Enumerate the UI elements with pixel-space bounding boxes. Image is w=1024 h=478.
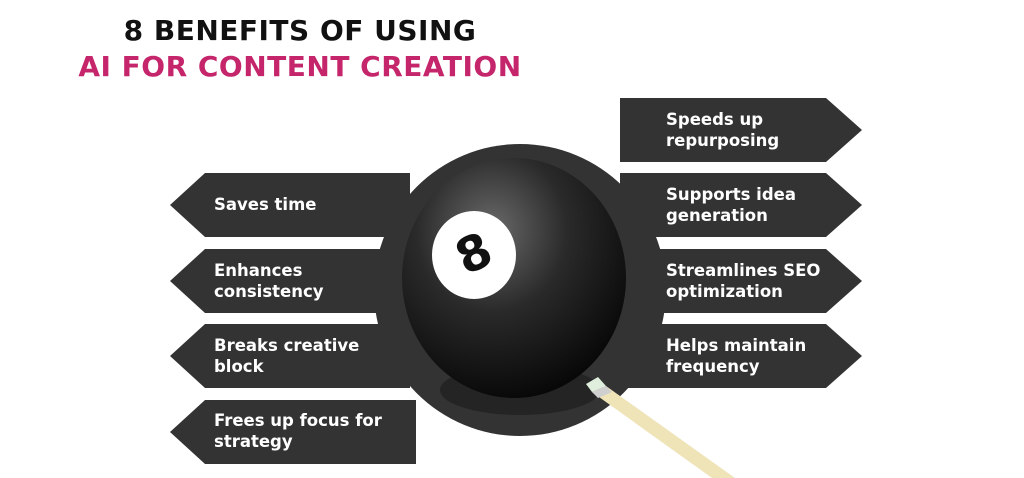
arrow-left-3: [170, 324, 410, 388]
benefit-left-1: Saves time: [214, 194, 404, 215]
benefit-text: Helps maintain: [666, 336, 807, 355]
eight-ball: [402, 158, 626, 398]
arrow-right-2: [620, 173, 862, 237]
benefit-text: Speeds up: [666, 110, 764, 129]
benefit-left-2: Enhances consistency: [214, 260, 404, 302]
benefit-text: Saves time: [214, 195, 317, 214]
benefit-text: repurposing: [666, 131, 780, 150]
arrow-right-1: [620, 98, 862, 162]
benefit-text: generation: [666, 206, 768, 225]
benefit-text: block: [214, 357, 264, 376]
benefit-text: consistency: [214, 282, 324, 301]
benefit-text: frequency: [666, 357, 760, 376]
benefit-right-1: Speeds up repurposing: [666, 109, 856, 151]
cue-stick: [592, 386, 735, 478]
benefit-text: Frees up focus for: [214, 411, 382, 430]
benefit-text: Streamlines SEO: [666, 261, 821, 280]
arrow-left-2: [170, 249, 410, 313]
benefit-text: Breaks creative: [214, 336, 360, 355]
benefit-text: Supports idea: [666, 185, 796, 204]
benefit-left-4: Frees up focus for strategy: [214, 410, 414, 452]
title-line-1: 8 BENEFITS OF USING: [123, 14, 477, 47]
cue-tip: [586, 377, 606, 392]
arrow-right-3: [620, 249, 862, 313]
arrow-left-1: [170, 173, 410, 237]
benefit-right-2: Supports idea generation: [666, 184, 856, 226]
arrow-left-4: [170, 400, 416, 464]
ball-white-spot: [432, 211, 516, 299]
title-line-2: AI FOR CONTENT CREATION: [78, 50, 522, 83]
arrow-right-4: [620, 324, 862, 388]
benefit-text: optimization: [666, 282, 783, 301]
benefit-text: strategy: [214, 432, 293, 451]
benefit-right-4: Helps maintain frequency: [666, 335, 856, 377]
benefit-text: Enhances: [214, 261, 303, 280]
benefit-right-3: Streamlines SEO optimization: [666, 260, 856, 302]
benefit-left-3: Breaks creative block: [214, 335, 404, 377]
